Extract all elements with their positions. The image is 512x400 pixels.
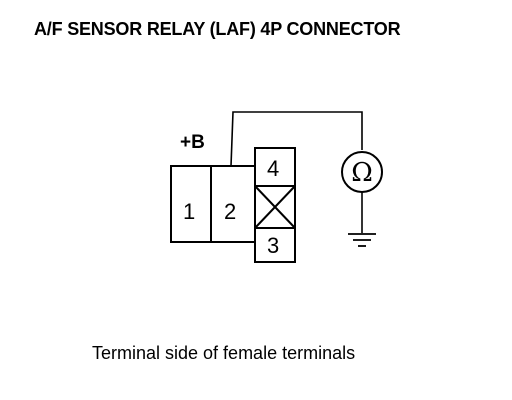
ground-icon (348, 233, 376, 247)
supply-label: +B (180, 132, 205, 153)
blank-cavity-cross (254, 185, 296, 229)
connector-body (170, 147, 296, 263)
terminal-1-label: 1 (183, 199, 195, 224)
test-wire (230, 111, 363, 167)
terminal-4-label: 4 (267, 156, 279, 181)
terminal-3-cavity (254, 227, 296, 263)
diagram-title: A/F SENSOR RELAY (LAF) 4P CONNECTOR (34, 19, 401, 39)
ohm-symbol: Ω (351, 158, 373, 188)
terminal-2-label: 2 (224, 199, 236, 224)
diagram-caption: Terminal side of female terminals (92, 343, 356, 363)
terminal-3-label: 3 (267, 233, 279, 258)
